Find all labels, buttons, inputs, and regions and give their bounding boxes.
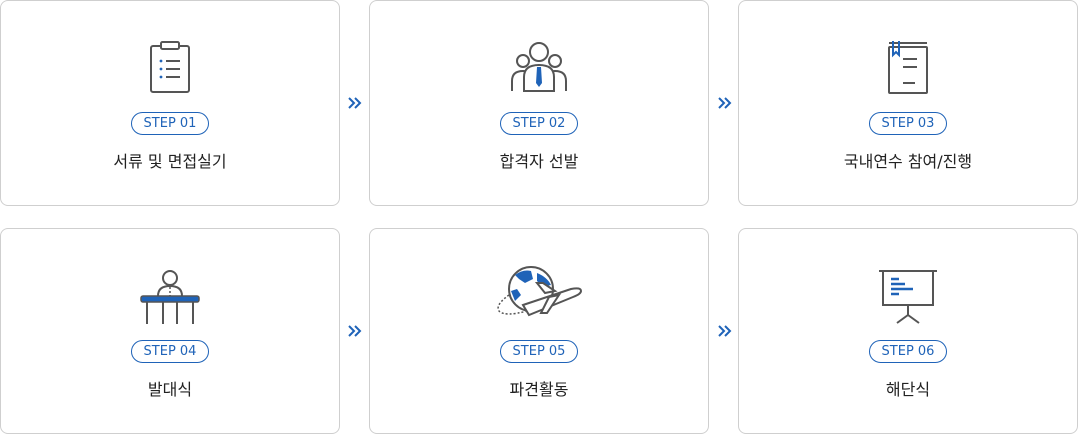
double-chevron-right-icon <box>346 95 364 111</box>
step-badge: STEP 06 <box>869 340 947 363</box>
globe-airplane-icon <box>489 263 589 329</box>
step-card-06: STEP 06 해단식 <box>738 228 1078 434</box>
double-chevron-right-icon <box>346 323 364 339</box>
step-label: 해단식 <box>885 380 931 399</box>
step-label: 서류 및 면접실기 <box>113 152 227 171</box>
step-badge: STEP 01 <box>131 112 209 135</box>
step-badge: STEP 04 <box>131 340 209 363</box>
step-badge: STEP 02 <box>500 112 578 135</box>
step-card-01: STEP 01 서류 및 면접실기 <box>0 0 340 206</box>
step-badge: STEP 05 <box>500 340 578 363</box>
double-chevron-right-icon <box>716 95 734 111</box>
step-card-03: STEP 03 국내연수 참여/진행 <box>738 0 1078 206</box>
step-card-05: STEP 05 파견활동 <box>369 228 709 434</box>
step-badge: STEP 03 <box>869 112 947 135</box>
step-label: 파견활동 <box>509 380 569 399</box>
speaker-podium-icon <box>120 263 220 329</box>
step-card-02: STEP 02 합격자 선발 <box>369 0 709 206</box>
clipboard-icon <box>120 35 220 101</box>
book-icon <box>858 35 958 101</box>
double-chevron-right-icon <box>716 323 734 339</box>
step-label: 합격자 선발 <box>499 152 579 171</box>
people-icon <box>489 35 589 101</box>
step-label: 발대식 <box>147 380 193 399</box>
step-label: 국내연수 참여/진행 <box>843 152 973 171</box>
step-card-04: STEP 04 발대식 <box>0 228 340 434</box>
presentation-board-icon <box>858 263 958 329</box>
